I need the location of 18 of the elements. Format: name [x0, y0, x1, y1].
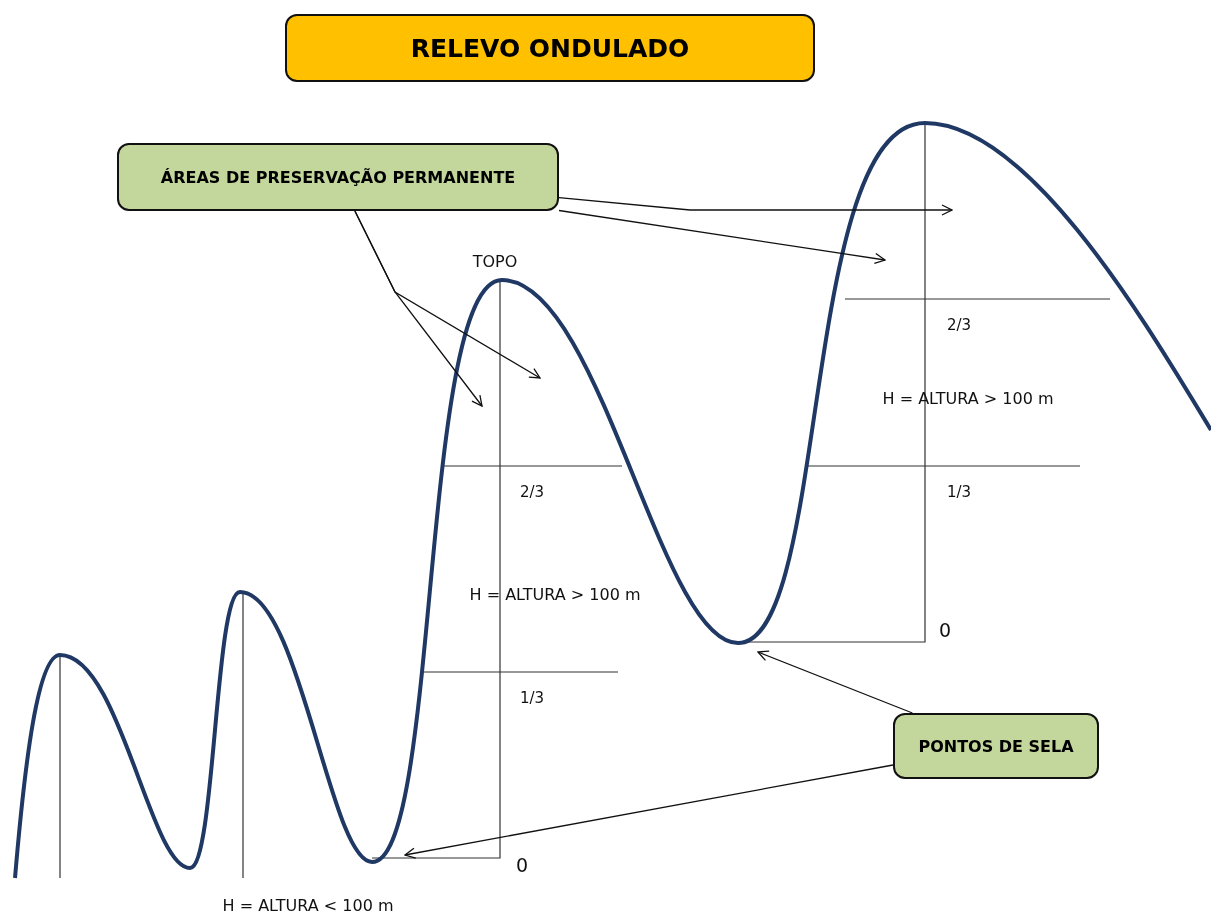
leader-line: [354, 210, 541, 379]
annotation-text: 0: [938, 619, 952, 641]
annotation-text: H = ALTURA > 100 m: [469, 584, 641, 604]
annotation-text: H = ALTURA > 100 m: [882, 388, 1054, 408]
leader-line: [558, 209, 886, 265]
title-box: RELEVO ONDULADO: [285, 14, 815, 82]
annotation-text: H = ALTURA < 100 m: [222, 895, 394, 915]
annotation-text: 2/3: [519, 483, 545, 501]
callout-box: PONTOS DE SELA: [893, 713, 1099, 779]
annotation-text: 1/3: [519, 689, 545, 707]
annotation-text: 1/3: [946, 483, 972, 501]
annotation-text: 2/3: [946, 316, 972, 334]
annotation-text: TOPO: [472, 251, 518, 271]
annotation-text: 0: [515, 854, 529, 876]
leader-line: [558, 197, 953, 216]
leader-line: [404, 764, 894, 859]
callout-box: ÁREAS DE PRESERVAÇÃO PERMANENTE: [117, 143, 559, 211]
leader-line: [757, 650, 914, 714]
